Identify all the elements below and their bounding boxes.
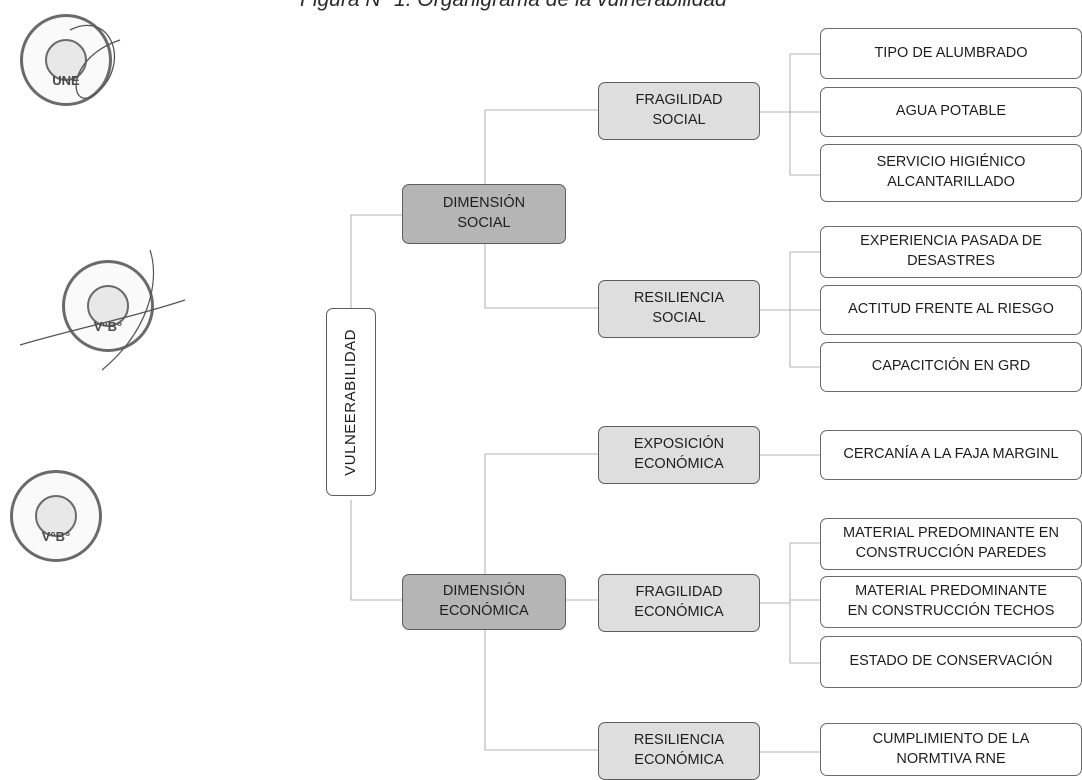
indicator-label: MATERIAL PREDOMINANTE EN CONSTRUCCIÓN TE… [847, 583, 1055, 619]
indicator-node: MATERIAL PREDOMINANTE EN CONSTRUCCIÓN PA… [820, 518, 1082, 570]
indicator-label: EXPERIENCIA PASADA DE DESASTRES [860, 233, 1042, 269]
root-node: VULNEERABILIDAD [326, 308, 376, 496]
dimension-node-social: DIMENSIÓN SOCIAL [402, 184, 566, 244]
indicator-node: AGUA POTABLE [820, 87, 1082, 137]
indicator-node: CAPACITCIÓN EN GRD [820, 342, 1082, 392]
indicator-node: CERCANÍA A LA FAJA MARGINL [820, 430, 1082, 480]
factor-label: EXPOSICIÓN ECONÓMICA [633, 436, 725, 472]
indicator-node: MATERIAL PREDOMINANTE EN CONSTRUCCIÓN TE… [820, 576, 1082, 628]
indicator-label: SERVICIO HIGIÉNICO ALCANTARILLADO [876, 154, 1026, 190]
indicator-label: CAPACITCIÓN EN GRD [871, 358, 1031, 375]
seal-stamp-3: V°B° [10, 470, 102, 562]
dimension-node-economic: DIMENSIÓN ECONÓMICA [402, 574, 566, 630]
seal-emblem-icon [45, 39, 87, 81]
factor-node-resiliencia-economica: RESILIENCIA ECONÓMICA [598, 722, 760, 780]
seal-emblem-icon [35, 495, 77, 537]
dimension-label: DIMENSIÓN ECONÓMICA [439, 583, 529, 619]
indicator-label: CERCANÍA A LA FAJA MARGINL [843, 446, 1059, 463]
seal-emblem-icon [87, 285, 129, 327]
indicator-node: EXPERIENCIA PASADA DE DESASTRES [820, 226, 1082, 278]
seal-stamp-1: UNE [20, 14, 112, 106]
factor-label: FRAGILIDAD SOCIAL [635, 92, 723, 128]
indicator-node: TIPO DE ALUMBRADO [820, 28, 1082, 79]
indicator-label: AGUA POTABLE [895, 103, 1007, 120]
factor-node-resiliencia-social: RESILIENCIA SOCIAL [598, 280, 760, 338]
figure-caption: Figura Nº 1. Organigrama de la vulnerabi… [300, 0, 1082, 14]
root-label: VULNEERABILIDAD [341, 328, 359, 476]
seal-stamp-2: V°B° [62, 260, 154, 352]
seal-mark: V°B° [93, 319, 123, 334]
factor-node-exposicion-economica: EXPOSICIÓN ECONÓMICA [598, 426, 760, 484]
indicator-node: ESTADO DE CONSERVACIÓN [820, 636, 1082, 688]
indicator-node: SERVICIO HIGIÉNICO ALCANTARILLADO [820, 144, 1082, 202]
indicator-label: ESTADO DE CONSERVACIÓN [849, 653, 1053, 670]
factor-label: RESILIENCIA SOCIAL [633, 290, 725, 326]
seal-mark: V°B° [41, 529, 71, 544]
dimension-label: DIMENSIÓN SOCIAL [442, 195, 526, 231]
indicator-label: ACTITUD FRENTE AL RIESGO [848, 301, 1054, 318]
indicator-label: TIPO DE ALUMBRADO [874, 44, 1028, 61]
seal-mark: UNE [52, 73, 80, 88]
indicator-label: CUMPLIMIENTO DE LA NORMTIVA RNE [872, 730, 1030, 767]
factor-label: RESILIENCIA ECONÓMICA [633, 732, 725, 768]
factor-node-fragilidad-economica: FRAGILIDAD ECONÓMICA [598, 574, 760, 632]
indicator-node: CUMPLIMIENTO DE LA NORMTIVA RNE [820, 723, 1082, 776]
handwritten-signature [19, 24, 186, 371]
indicator-label: MATERIAL PREDOMINANTE EN CONSTRUCCIÓN PA… [843, 525, 1059, 561]
indicator-node: ACTITUD FRENTE AL RIESGO [820, 285, 1082, 335]
factor-node-fragilidad-social: FRAGILIDAD SOCIAL [598, 82, 760, 140]
factor-label: FRAGILIDAD ECONÓMICA [634, 584, 724, 620]
